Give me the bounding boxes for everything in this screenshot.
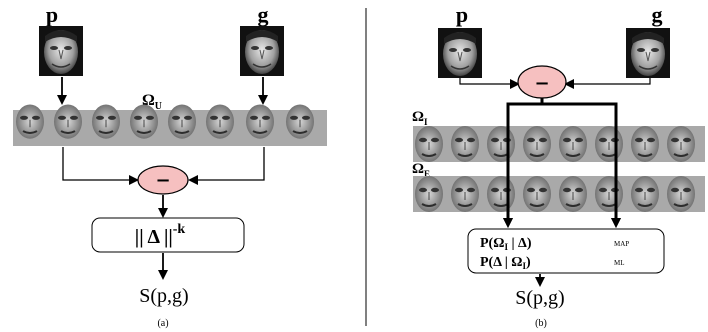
tag-map: MAP [614, 240, 629, 248]
arrow [188, 147, 265, 185]
norm-text: || Δ ||-k [135, 222, 186, 248]
face-photo-p-icon [38, 25, 84, 77]
tag-ml: ML [614, 259, 625, 267]
formula-ml: P(Δ | ΩI) [480, 255, 531, 271]
caption-a: (a) [157, 318, 168, 329]
minus-symbol: − [534, 73, 549, 94]
panel-b: p g − ΩI ΩE [412, 2, 705, 329]
minus-symbol: − [155, 170, 170, 191]
minus-circle-icon [137, 165, 189, 195]
omega-i-label: ΩI [412, 109, 428, 127]
caption-b: (b) [535, 318, 547, 329]
label-g: g [258, 2, 269, 27]
face-photo-g-icon [625, 27, 671, 79]
formula-map: P(ΩI | Δ) [480, 236, 532, 252]
eigenface-strip-e-icon [413, 175, 705, 213]
output-score: S(p,g) [515, 287, 564, 309]
face-photo-p-icon [437, 27, 483, 79]
face-photo-g-icon [239, 25, 285, 77]
arrow [564, 78, 651, 89]
likelihood-box [467, 228, 665, 274]
arrow [459, 78, 520, 89]
output-score: S(p,g) [139, 285, 188, 307]
label-p: p [46, 2, 58, 27]
eigenface-strip-u-icon [13, 103, 327, 146]
arrow [62, 147, 139, 185]
label-g: g [652, 2, 663, 27]
omega-e-label: ΩE [412, 161, 430, 179]
eigenface-strip-i-icon [413, 125, 705, 163]
panel-a: p g ΩU − || Δ ||-k S(p,g) (a) [13, 2, 327, 329]
norm-box [91, 217, 245, 253]
label-p: p [456, 2, 468, 27]
